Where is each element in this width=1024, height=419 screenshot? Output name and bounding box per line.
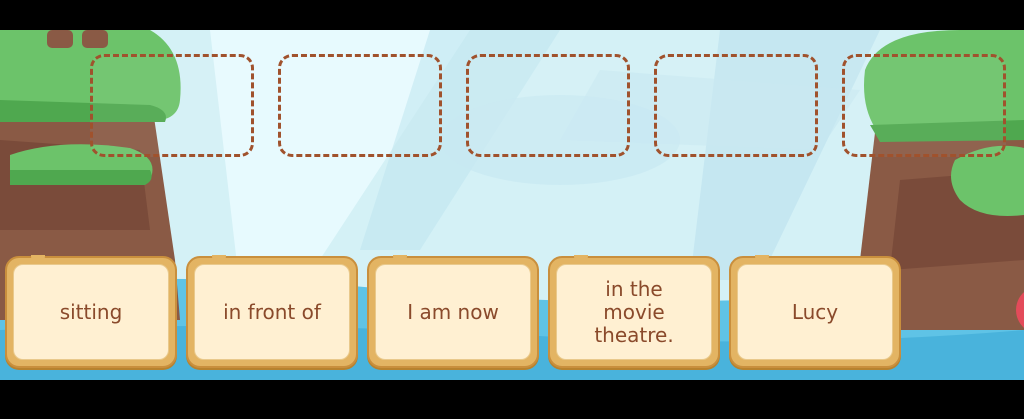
tile-notch <box>31 255 45 263</box>
word-tile-i-am-now[interactable]: I am now <box>367 255 539 368</box>
tile-label: in front of <box>194 264 350 360</box>
bottom-letterbox <box>0 380 1024 419</box>
answer-slot-4[interactable] <box>654 54 818 157</box>
tile-label: I am now <box>375 264 531 360</box>
tile-notch <box>574 255 588 263</box>
tile-label: in the movie theatre. <box>556 264 712 360</box>
tile-notch <box>755 255 769 263</box>
word-tile-sitting[interactable]: sitting <box>5 255 177 368</box>
answer-slot-3[interactable] <box>466 54 630 157</box>
top-letterbox <box>0 0 1024 30</box>
tile-label: Lucy <box>737 264 893 360</box>
word-tile-in-the-movie-theatre[interactable]: in the movie theatre. <box>548 255 720 368</box>
tile-notch <box>393 255 407 263</box>
tile-notch <box>212 255 226 263</box>
game-scene: sitting in front of I am now in the movi… <box>0 30 1024 380</box>
answer-slot-1[interactable] <box>90 54 254 157</box>
answer-slot-5[interactable] <box>842 54 1006 157</box>
answer-slot-2[interactable] <box>278 54 442 157</box>
tile-label: sitting <box>13 264 169 360</box>
word-tile-lucy[interactable]: Lucy <box>729 255 901 368</box>
word-tile-in-front-of[interactable]: in front of <box>186 255 358 368</box>
